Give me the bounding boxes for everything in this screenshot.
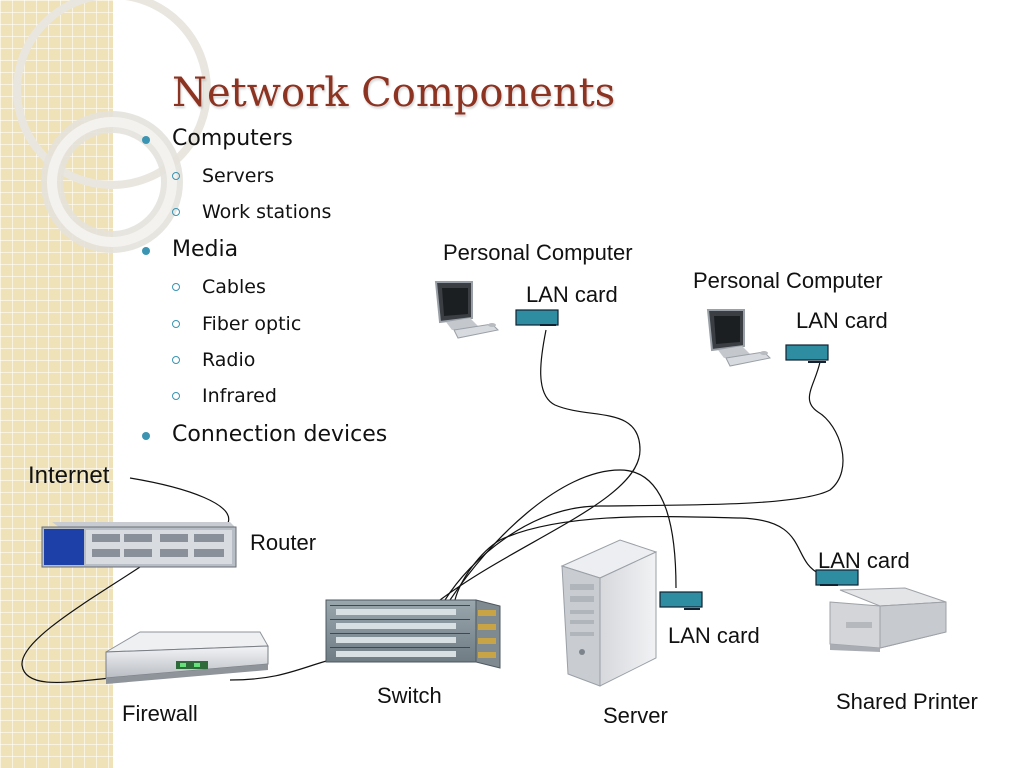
sub-bullet-marker <box>172 392 180 400</box>
personal-computer-icon-2 <box>706 309 772 367</box>
label-internet: Internet <box>28 462 110 489</box>
cable-firewall-switch <box>229 659 331 681</box>
bullet-marker <box>142 247 150 255</box>
lan-card-icon-server <box>659 591 703 610</box>
cable-internet-router <box>129 477 230 524</box>
firewall-icon <box>105 631 269 684</box>
label-lan-card-printer: LAN card <box>818 548 910 573</box>
cable-pc1-switch <box>439 329 641 601</box>
decor-ring-large <box>13 0 211 189</box>
bullet-marker <box>142 136 150 144</box>
sub-bullet-cables: Cables <box>202 276 266 298</box>
label-personal-computer-2: Personal Computer <box>693 268 883 293</box>
printer-icon <box>829 587 947 652</box>
server-icon <box>560 539 658 687</box>
bullet-connection-devices: Connection devices <box>172 422 388 447</box>
bullet-media: Media <box>172 237 239 262</box>
sub-bullet-radio: Radio <box>202 349 256 371</box>
cable-router-firewall <box>21 566 141 684</box>
cable-server-switch <box>449 469 677 601</box>
label-firewall: Firewall <box>122 701 198 726</box>
label-personal-computer-1: Personal Computer <box>443 240 633 265</box>
sub-bullet-marker <box>172 320 180 328</box>
label-router: Router <box>250 530 317 555</box>
lan-card-icon-printer <box>815 569 859 586</box>
lan-card-icon-pc2 <box>785 344 829 363</box>
label-switch: Switch <box>377 683 442 708</box>
sub-bullet-work-stations: Work stations <box>202 201 332 223</box>
label-lan-card-server: LAN card <box>668 623 760 648</box>
bullet-computers: Computers <box>172 126 293 151</box>
switch-icon <box>325 599 501 669</box>
label-server: Server <box>603 703 668 728</box>
network-cables <box>21 329 844 684</box>
bullet-marker <box>142 432 150 440</box>
sub-bullet-marker <box>172 356 180 364</box>
decor-ring-inner <box>47 117 177 247</box>
router-icon <box>41 522 237 568</box>
label-lan-card-pc1: LAN card <box>526 282 618 307</box>
sub-bullet-servers: Servers <box>202 165 275 187</box>
sub-bullet-marker <box>172 172 180 180</box>
label-shared-printer: Shared Printer <box>836 689 978 714</box>
sub-bullet-fiber-optic: Fiber optic <box>202 313 302 335</box>
personal-computer-icon-1 <box>434 281 500 339</box>
lan-card-icon-pc1 <box>515 309 559 326</box>
sub-bullet-infrared: Infrared <box>202 385 277 407</box>
sub-bullet-marker <box>172 283 180 291</box>
cable-pc2-switch <box>444 361 844 601</box>
sub-bullet-marker <box>172 208 180 216</box>
cable-printer-switch <box>454 515 821 601</box>
slide-title: Network Components <box>172 70 616 116</box>
label-lan-card-pc2: LAN card <box>796 308 888 333</box>
